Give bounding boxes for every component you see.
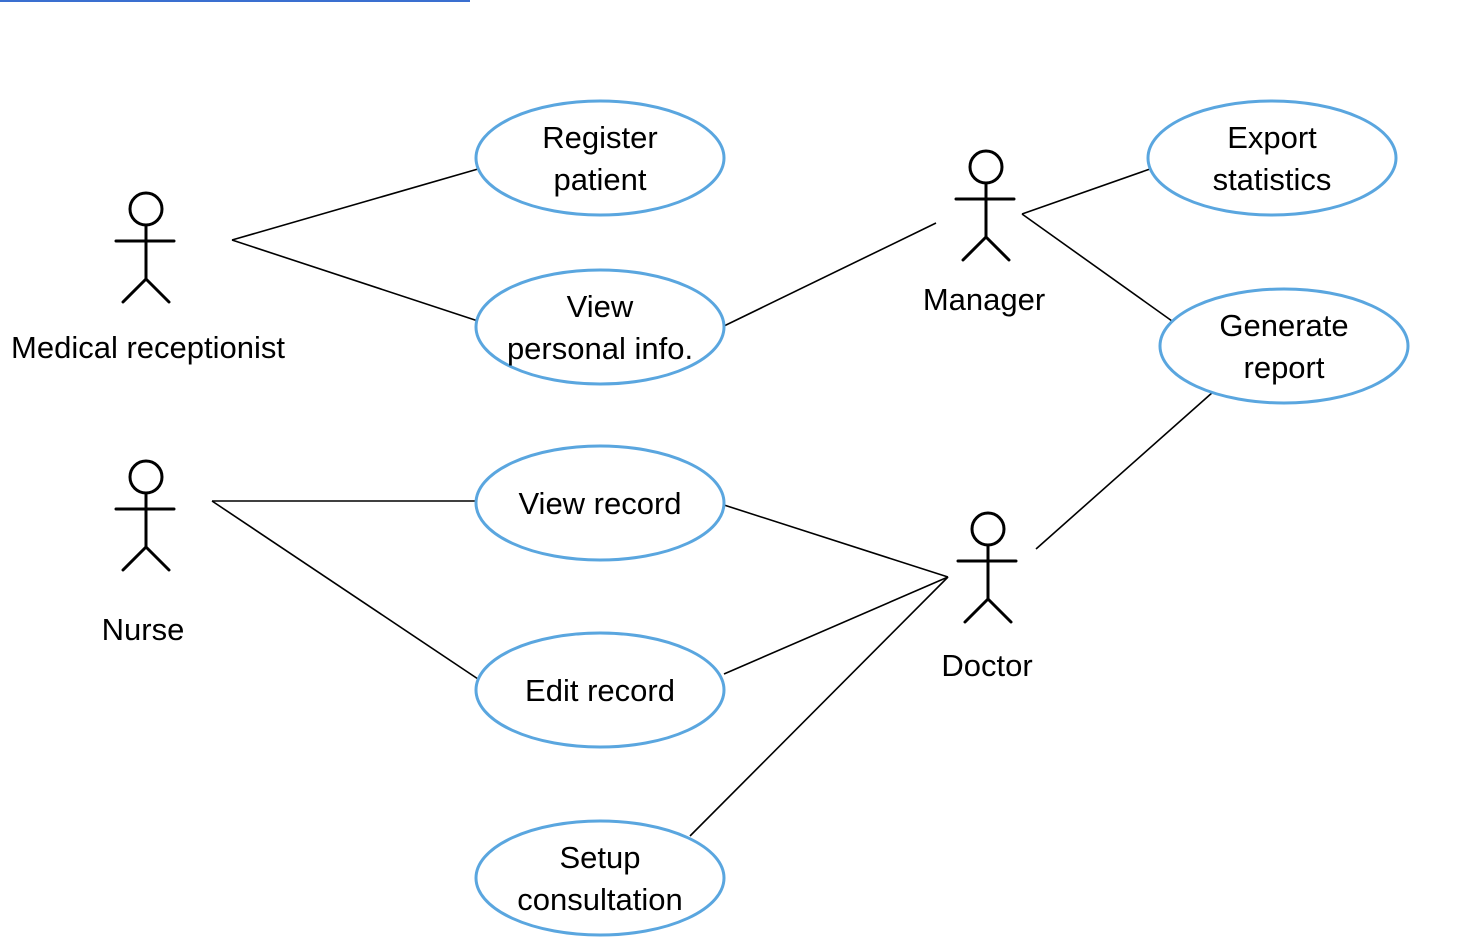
- use-case-ellipse[interactable]: [474, 268, 726, 386]
- actor-label: Doctor: [941, 648, 1032, 683]
- use-case-ellipse[interactable]: [474, 819, 726, 937]
- use-case-report[interactable]: Generate report: [1158, 287, 1410, 405]
- use-case-label: report: [1244, 350, 1325, 385]
- actor-label: Medical receptionist: [11, 330, 285, 365]
- associations: [211, 168, 1214, 837]
- use-case-label: patient: [553, 162, 646, 197]
- use-case-editrecord[interactable]: Edit record: [474, 631, 726, 749]
- use-case-setup[interactable]: Setup consultation: [474, 819, 726, 937]
- actor-label: Nurse: [102, 612, 185, 647]
- use-case-label: consultation: [517, 882, 682, 917]
- use-case-export[interactable]: Export statistics: [1146, 99, 1398, 217]
- use-case-ellipse[interactable]: [1146, 99, 1398, 217]
- stick-figure-icon: [114, 191, 176, 304]
- use-case-label: View: [567, 289, 634, 324]
- actor-nurse[interactable]: Nurse: [102, 459, 185, 647]
- stick-figure-icon: [954, 149, 1016, 262]
- use-case-label: View record: [518, 486, 681, 521]
- use-case-viewrecord[interactable]: View record: [474, 444, 726, 562]
- association-doctor-viewrecord: [723, 504, 949, 578]
- use-case-label: statistics: [1213, 162, 1332, 197]
- actor-doctor[interactable]: Doctor: [941, 511, 1033, 683]
- use-case-label: Register: [542, 120, 657, 155]
- stick-figure-icon: [956, 511, 1018, 624]
- use-case-label: Edit record: [525, 673, 675, 708]
- use-case-label: Setup: [559, 840, 640, 875]
- association-doctor-report: [1035, 391, 1214, 550]
- association-doctor-editrecord: [723, 576, 949, 675]
- association-receptionist-register: [231, 168, 479, 241]
- use-case-ellipse[interactable]: [1158, 287, 1410, 405]
- use-case-ellipse[interactable]: [474, 631, 726, 749]
- use-case-ellipse[interactable]: [474, 444, 726, 562]
- actor-receptionist[interactable]: Medical receptionist: [11, 191, 285, 365]
- use-case-ellipse[interactable]: [474, 99, 726, 217]
- stick-figure-icon: [114, 459, 176, 572]
- actor-manager[interactable]: Manager: [923, 149, 1045, 317]
- use-case-register[interactable]: Register patient: [474, 99, 726, 217]
- association-manager-report: [1021, 213, 1173, 322]
- use-case-label: personal info.: [507, 331, 693, 366]
- association-receptionist-viewinfo: [231, 239, 479, 322]
- association-manager-viewinfo: [723, 222, 937, 327]
- use-case-label: Generate: [1219, 308, 1348, 343]
- association-manager-export: [1021, 168, 1151, 215]
- use-case-label: Export: [1227, 120, 1317, 155]
- association-nurse-editrecord: [211, 500, 479, 680]
- association-doctor-setup: [689, 576, 949, 837]
- actor-label: Manager: [923, 282, 1045, 317]
- top-rule: [0, 0, 470, 2]
- use-case-viewinfo[interactable]: View personal info.: [474, 268, 726, 386]
